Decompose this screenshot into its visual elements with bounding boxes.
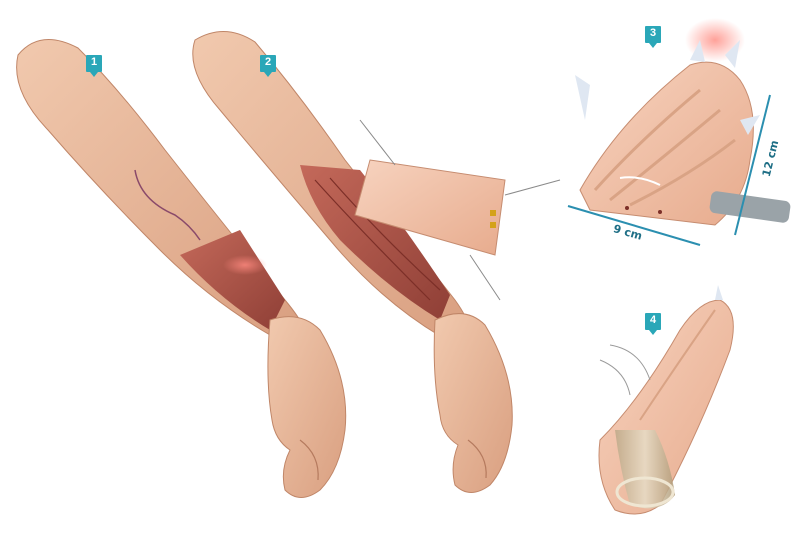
step-badge-1: 1 — [86, 55, 102, 72]
tubed-flap-4 — [599, 285, 733, 514]
step-badge-4: 4 — [645, 313, 661, 330]
flap-cone-3 — [568, 18, 791, 245]
step-badge-2: 2 — [260, 55, 276, 72]
step-badge-3: 3 — [645, 26, 661, 43]
